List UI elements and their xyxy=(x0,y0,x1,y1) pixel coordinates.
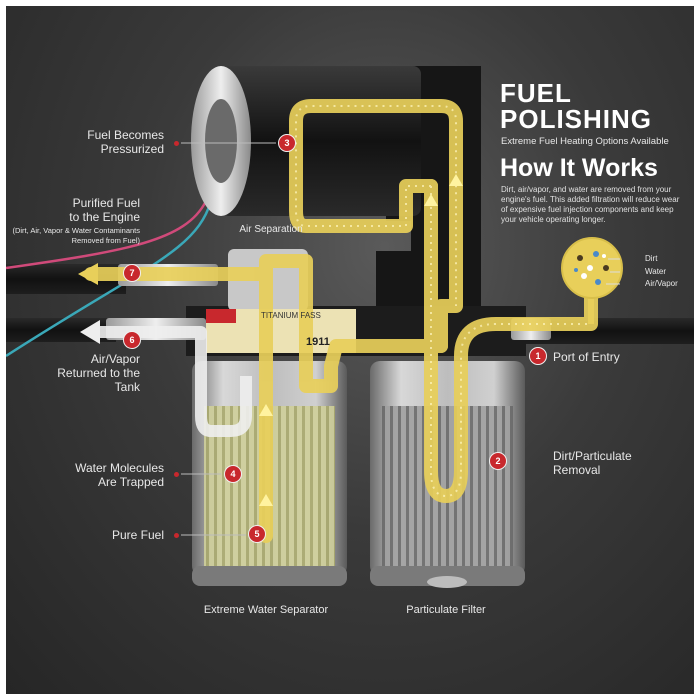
callout-5-marker: 5 xyxy=(248,525,266,543)
legend-dirt: Dirt xyxy=(645,254,658,263)
title-fuel: FUEL xyxy=(500,78,572,108)
title-polishing: POLISHING xyxy=(500,104,653,134)
callout-6-label-line2: Returned to the xyxy=(57,366,140,380)
callout-1-marker: 1 xyxy=(529,347,547,365)
legend-air-vapor: Air/Vapor xyxy=(645,279,678,288)
callout-3-label-line2: Pressurized xyxy=(100,142,164,156)
subtitle: Extreme Fuel Heating Options Available xyxy=(501,136,669,147)
callout-2-label-line2: Removal xyxy=(553,463,601,477)
callout-1-label: Port of Entry xyxy=(553,350,620,364)
fuel-system-illustration xyxy=(6,66,694,588)
outlet-arrow xyxy=(78,263,98,285)
label-number: 1911 xyxy=(306,336,330,348)
wire-pink xyxy=(6,200,208,270)
callout-6-marker: 6 xyxy=(123,331,141,349)
air-vapor-path xyxy=(94,326,252,437)
callout-7-note-line2: Removed from Fuel) xyxy=(71,236,140,245)
callout-4-label-line2: Are Trapped xyxy=(97,475,164,489)
callout-6-label-line3: Tank xyxy=(114,380,140,394)
how-it-works-heading: How It Works xyxy=(500,154,658,182)
description-paragraph: Dirt, air/vapor, and water are removed f… xyxy=(501,185,680,224)
callout-2-label-line1: Dirt/Particulate xyxy=(553,449,632,463)
diagram-canvas: FUEL POLISHING Extreme Fuel Heating Opti… xyxy=(6,6,694,694)
callout-4-marker: 4 xyxy=(224,465,242,483)
callout-6-label-line1: Air/Vapor xyxy=(90,352,140,366)
callout-3-marker: 3 xyxy=(278,134,296,152)
callout-2-marker: 2 xyxy=(489,452,507,470)
callout-5-label: Pure Fuel xyxy=(111,528,164,542)
water-separator-label: Extreme Water Separator xyxy=(203,604,329,616)
callout-7-note-line1: (Dirt, Air, Vapor & Water Contaminants xyxy=(12,226,140,235)
legend-water: Water xyxy=(645,267,667,276)
label-brand: TITANIUM FASS xyxy=(261,311,321,320)
callout-3-label-line1: Fuel Becomes xyxy=(87,128,164,142)
callout-7-label-line2: to the Engine xyxy=(69,210,140,224)
particulate-filter-label: Particulate Filter xyxy=(406,604,486,616)
callout-4-label-line1: Water Molecules xyxy=(75,461,164,475)
callout-7-marker: 7 xyxy=(123,264,141,282)
callout-7-label-line1: Purified Fuel xyxy=(72,196,140,210)
return-arrow xyxy=(80,320,100,344)
wire-teal xyxy=(6,200,213,358)
air-separation-label: Air Separation xyxy=(239,224,303,235)
